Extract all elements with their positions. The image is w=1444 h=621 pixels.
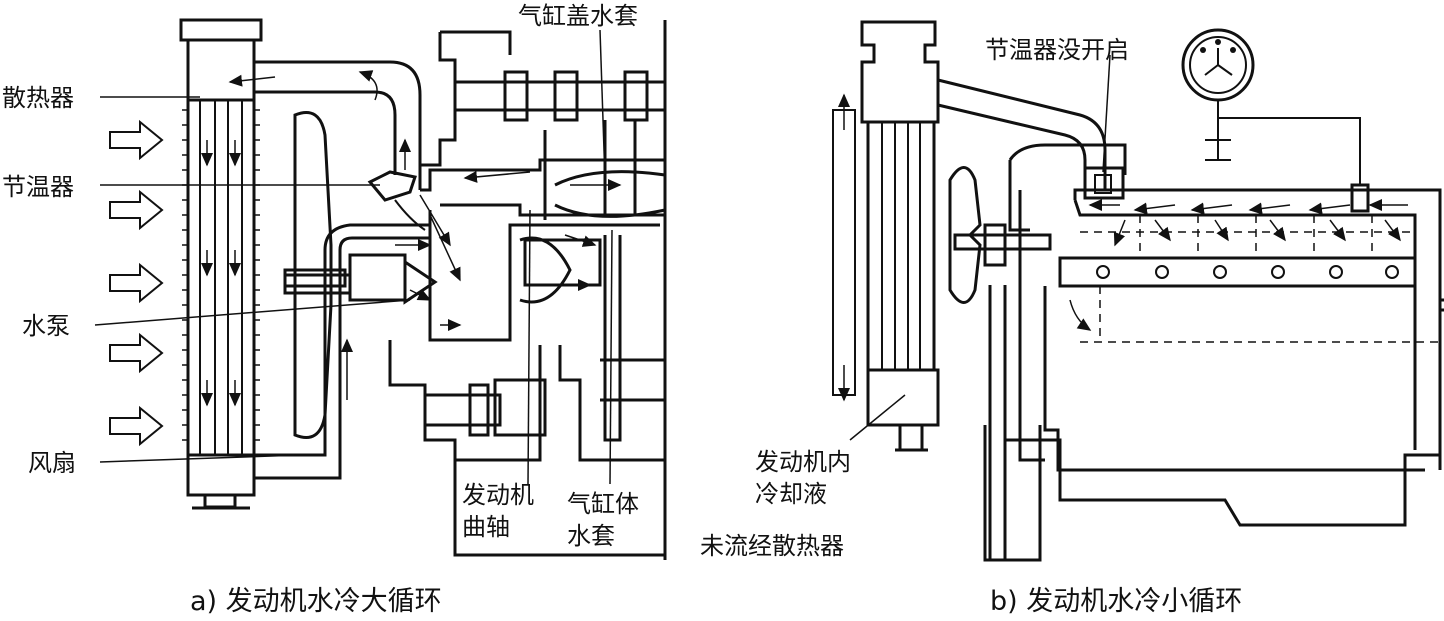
caption-a: a) 发动机水冷大循环 bbox=[190, 586, 442, 617]
panel-a-large-circulation: 散热器 节温器 水泵 风扇 气缸盖水套 发动机曲轴 气缸体水套 a) 发动机水冷… bbox=[2, 2, 667, 617]
label-line: 发动机 bbox=[462, 481, 534, 509]
label-head-jacket: 气缸盖水套 bbox=[518, 2, 638, 30]
fan-b bbox=[948, 166, 1052, 304]
lower-hose-a bbox=[254, 223, 432, 480]
label-internal-coolant: 发动机内冷却液 bbox=[755, 448, 851, 508]
label-line: 曲轴 bbox=[462, 513, 510, 541]
upper-hose-b bbox=[937, 78, 1107, 190]
engine-block-b bbox=[983, 188, 1444, 562]
label-thermostat: 节温器 bbox=[2, 173, 74, 201]
label-line: 气缸体 bbox=[567, 490, 639, 518]
radiator-b bbox=[832, 20, 940, 452]
label-radiator: 散热器 bbox=[2, 84, 74, 112]
leaders-a bbox=[94, 29, 613, 485]
temperature-gauge-b bbox=[1181, 28, 1370, 213]
label-thermostat-closed: 节温器没开启 bbox=[985, 36, 1129, 64]
label-line: 发动机内 bbox=[755, 448, 851, 476]
label-line: 水套 bbox=[567, 522, 615, 550]
label-block-jacket: 气缸体水套 bbox=[567, 490, 639, 550]
water-pump-a bbox=[283, 253, 438, 305]
label-crankshaft: 发动机曲轴 bbox=[462, 481, 534, 541]
label-line: 冷却液 bbox=[755, 480, 827, 508]
engine-block-a bbox=[388, 20, 667, 560]
thermostat-a bbox=[367, 170, 426, 231]
caption-b: b) 发动机水冷小循环 bbox=[990, 586, 1242, 617]
label-water-pump: 水泵 bbox=[22, 312, 70, 340]
thermostat-b bbox=[1008, 143, 1127, 232]
radiator-a bbox=[179, 18, 263, 510]
upper-hose-a bbox=[228, 60, 422, 190]
label-fan: 风扇 bbox=[28, 449, 76, 477]
airflow-arrows-a bbox=[109, 119, 164, 447]
label-not-through-radiator: 未流经散热器 bbox=[700, 532, 844, 560]
panel-b-small-circulation: 节温器没开启 发动机内冷却液 未流经散热器 b) 发动机水冷小循环 bbox=[700, 20, 1444, 617]
leaders-b bbox=[849, 54, 1111, 441]
